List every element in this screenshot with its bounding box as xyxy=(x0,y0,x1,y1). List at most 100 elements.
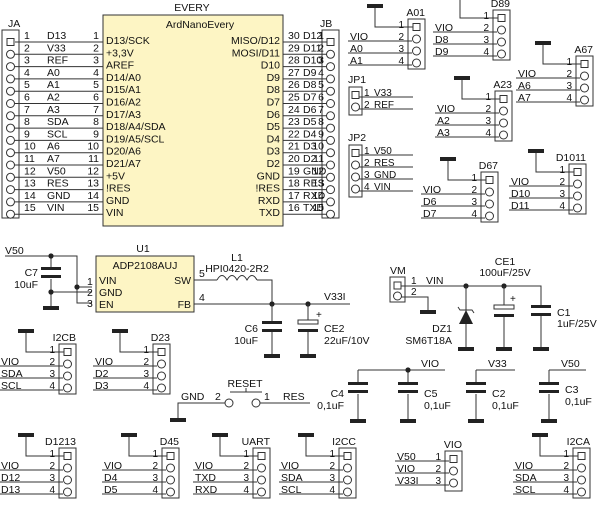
ground-icon xyxy=(532,433,548,437)
pin-round xyxy=(326,111,335,121)
c4-value: 0,1uF xyxy=(317,400,344,412)
jb-pin-num: 15 xyxy=(312,202,324,214)
header-body xyxy=(58,343,77,395)
reset-actuator xyxy=(230,388,262,393)
header-gnd-wire xyxy=(535,152,575,173)
v50-decoupling-wire xyxy=(548,369,586,419)
mcu-pin-label: D10 xyxy=(261,60,280,72)
header-net: D7 xyxy=(423,208,437,220)
reset-contact xyxy=(251,398,261,408)
header-pin-num: 2 xyxy=(243,461,249,472)
mcu-pin-label: VIN xyxy=(106,207,124,219)
jb-net: D7 xyxy=(303,92,317,104)
pin-round xyxy=(6,209,15,219)
header-pin-num: 1 xyxy=(563,449,569,460)
header-gnd-wire xyxy=(305,436,345,457)
ja-mcu-pin: 1 xyxy=(93,30,99,42)
ground-icon xyxy=(170,418,186,422)
c3-plate xyxy=(539,382,559,385)
pin-round xyxy=(166,487,175,497)
pin-round xyxy=(6,86,15,96)
pin-round xyxy=(573,179,582,189)
jb-pin-num: 9 xyxy=(318,128,324,140)
ground-icon xyxy=(298,433,314,437)
jb-net: D10 xyxy=(303,55,322,67)
u1-name: ADP2108AUJ xyxy=(113,260,178,272)
vio-decoupling-wire xyxy=(357,369,445,419)
jb-net: D9 xyxy=(303,67,317,79)
header-gnd-wire xyxy=(119,332,159,353)
ja-net: A7 xyxy=(47,153,60,165)
ja-net: SDA xyxy=(47,116,69,128)
reset-button: RESET GND 2 1 RES xyxy=(170,378,310,422)
header-ref: D89 xyxy=(491,0,510,10)
pin-round xyxy=(157,383,166,393)
mcu-pin-label: D7 xyxy=(267,97,281,109)
pin-round xyxy=(499,118,508,128)
pin-round xyxy=(6,99,15,108)
ground-icon xyxy=(458,347,474,351)
ja-net: V33 xyxy=(47,42,66,54)
header-net: D2 xyxy=(95,368,109,380)
pin-round xyxy=(6,135,15,145)
header-ref: I2CB xyxy=(53,332,76,344)
jb-net: D6 xyxy=(303,104,317,116)
pin-round xyxy=(63,475,72,485)
jb-net: D3 xyxy=(303,141,317,153)
header-net: VIO xyxy=(350,31,368,43)
net-vio-label: VIO xyxy=(421,358,439,370)
pin-round xyxy=(497,25,506,35)
jb-mcu-pin: 26 xyxy=(288,79,300,91)
header-pin-num: 1 xyxy=(483,11,489,22)
ja-net: A0 xyxy=(47,67,60,79)
header-pin-num: 4 xyxy=(143,381,149,392)
header-pin-num: 2 xyxy=(559,177,565,188)
header-pin-num: 1 xyxy=(243,449,249,460)
header-net: VIO xyxy=(281,460,299,472)
header-pin-num: 4 xyxy=(49,485,55,496)
pin-round xyxy=(412,46,421,56)
jb-pin-num: 12 xyxy=(312,165,324,177)
ja-pin-num: 13 xyxy=(24,178,36,190)
ja-pin-num: 3 xyxy=(24,55,30,67)
ce2-plus: + xyxy=(316,310,322,321)
c5-plate xyxy=(398,390,418,393)
mcu-pin-label: D4 xyxy=(267,133,281,145)
pin-round xyxy=(499,106,508,116)
pin-round xyxy=(326,148,335,158)
mcu-name: ArdNanoEvery xyxy=(166,19,235,31)
header-net: D11 xyxy=(511,200,530,212)
jumper-net: REF xyxy=(374,100,394,111)
ce1-plate xyxy=(494,314,514,317)
header-net: A3 xyxy=(437,127,450,139)
header-body xyxy=(492,9,511,61)
c5-plate xyxy=(398,382,418,385)
jumper-net: RES xyxy=(374,158,395,169)
ground-icon xyxy=(350,419,366,423)
jb-pin-num: 7 xyxy=(318,104,324,116)
mcu-pin-label: D9 xyxy=(267,72,281,84)
pin-round xyxy=(6,197,15,207)
zener-cathode xyxy=(457,306,475,314)
header-body xyxy=(480,171,499,223)
reset-net-res: RES xyxy=(283,391,305,403)
header-pin-num: 3 xyxy=(243,473,249,484)
header-body xyxy=(58,447,77,499)
jb-mcu-pin: 28 xyxy=(288,55,300,67)
ja-pin-num: 14 xyxy=(24,190,36,202)
pin-round xyxy=(497,37,506,47)
u1-fb: FB xyxy=(178,299,191,311)
vio-sel-net: VIO xyxy=(397,463,415,475)
header-gnd-wire xyxy=(128,436,168,457)
pin-round xyxy=(166,463,175,473)
pin-round xyxy=(326,172,335,182)
pin-round xyxy=(157,359,166,369)
jb-mcu-pin: 27 xyxy=(288,67,300,79)
pin-round xyxy=(351,160,360,170)
jb-pin-num: 8 xyxy=(318,116,324,128)
jb-mcu-pin: 18 xyxy=(288,178,300,190)
pin-round xyxy=(449,466,458,476)
